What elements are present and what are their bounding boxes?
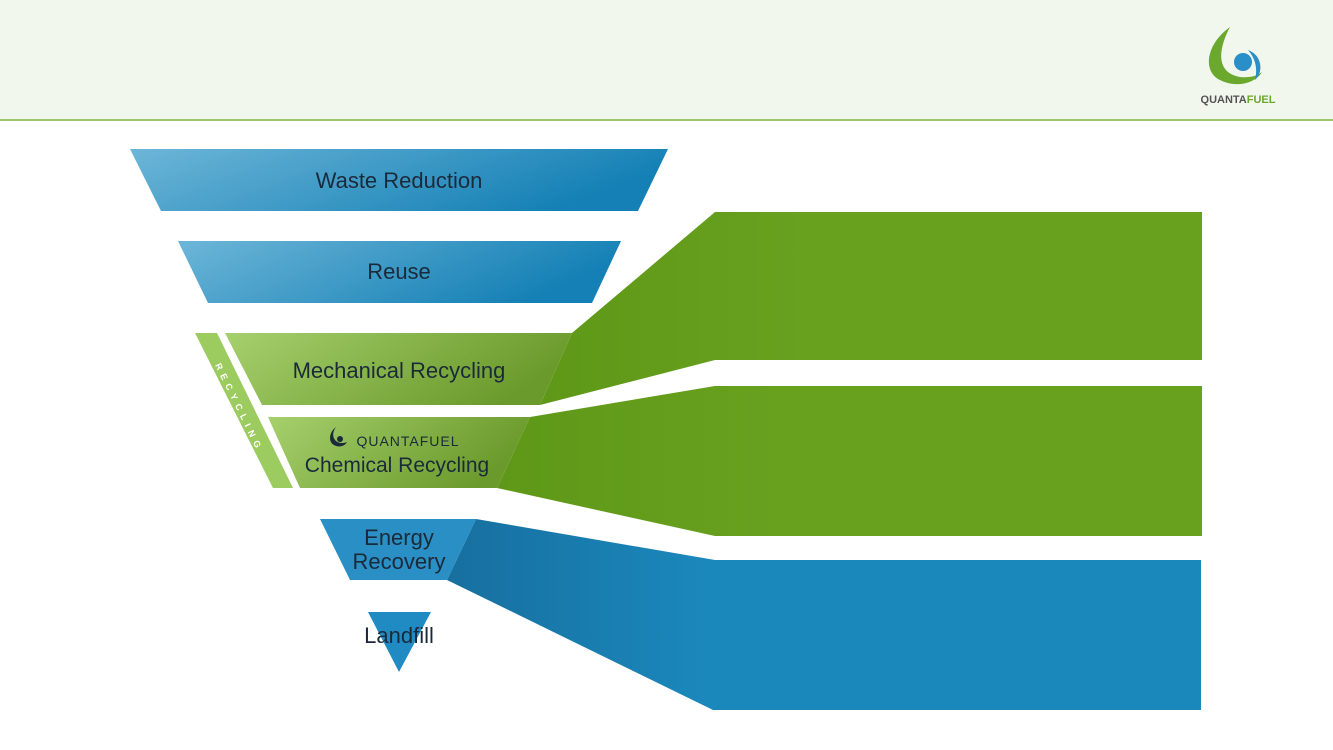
level-landfill xyxy=(368,612,431,672)
level-label: Energy xyxy=(364,525,434,550)
level-label: Waste Reduction xyxy=(316,168,483,193)
level-energy-recovery xyxy=(320,519,476,580)
slide-header xyxy=(0,0,1333,121)
level-label: Reuse xyxy=(367,259,431,284)
level-waste-reduction xyxy=(130,149,668,211)
level-chemical-recycling xyxy=(268,417,530,488)
level-label: Recovery xyxy=(353,549,446,574)
level-label: Chemical Recycling xyxy=(305,454,489,477)
chemical-brand-label: QUANTAFUEL xyxy=(356,433,459,449)
quantafuel-mini-logo-icon xyxy=(330,427,347,447)
chemical-callout-panel xyxy=(497,386,1202,536)
level-mechanical-recycling xyxy=(225,333,572,405)
svg-text:QUANTAFUEL: QUANTAFUEL xyxy=(1201,94,1276,106)
mechanical-callout-panel xyxy=(540,212,1202,405)
recycling-group-band xyxy=(195,333,293,488)
level-label: Mechanical Recycling xyxy=(293,358,506,383)
level-reuse xyxy=(178,241,621,303)
level-label: Landfill xyxy=(364,623,434,648)
energy-callout-panel xyxy=(447,519,1201,710)
quantafuel-logo: QUANTAFUEL xyxy=(1201,27,1276,106)
